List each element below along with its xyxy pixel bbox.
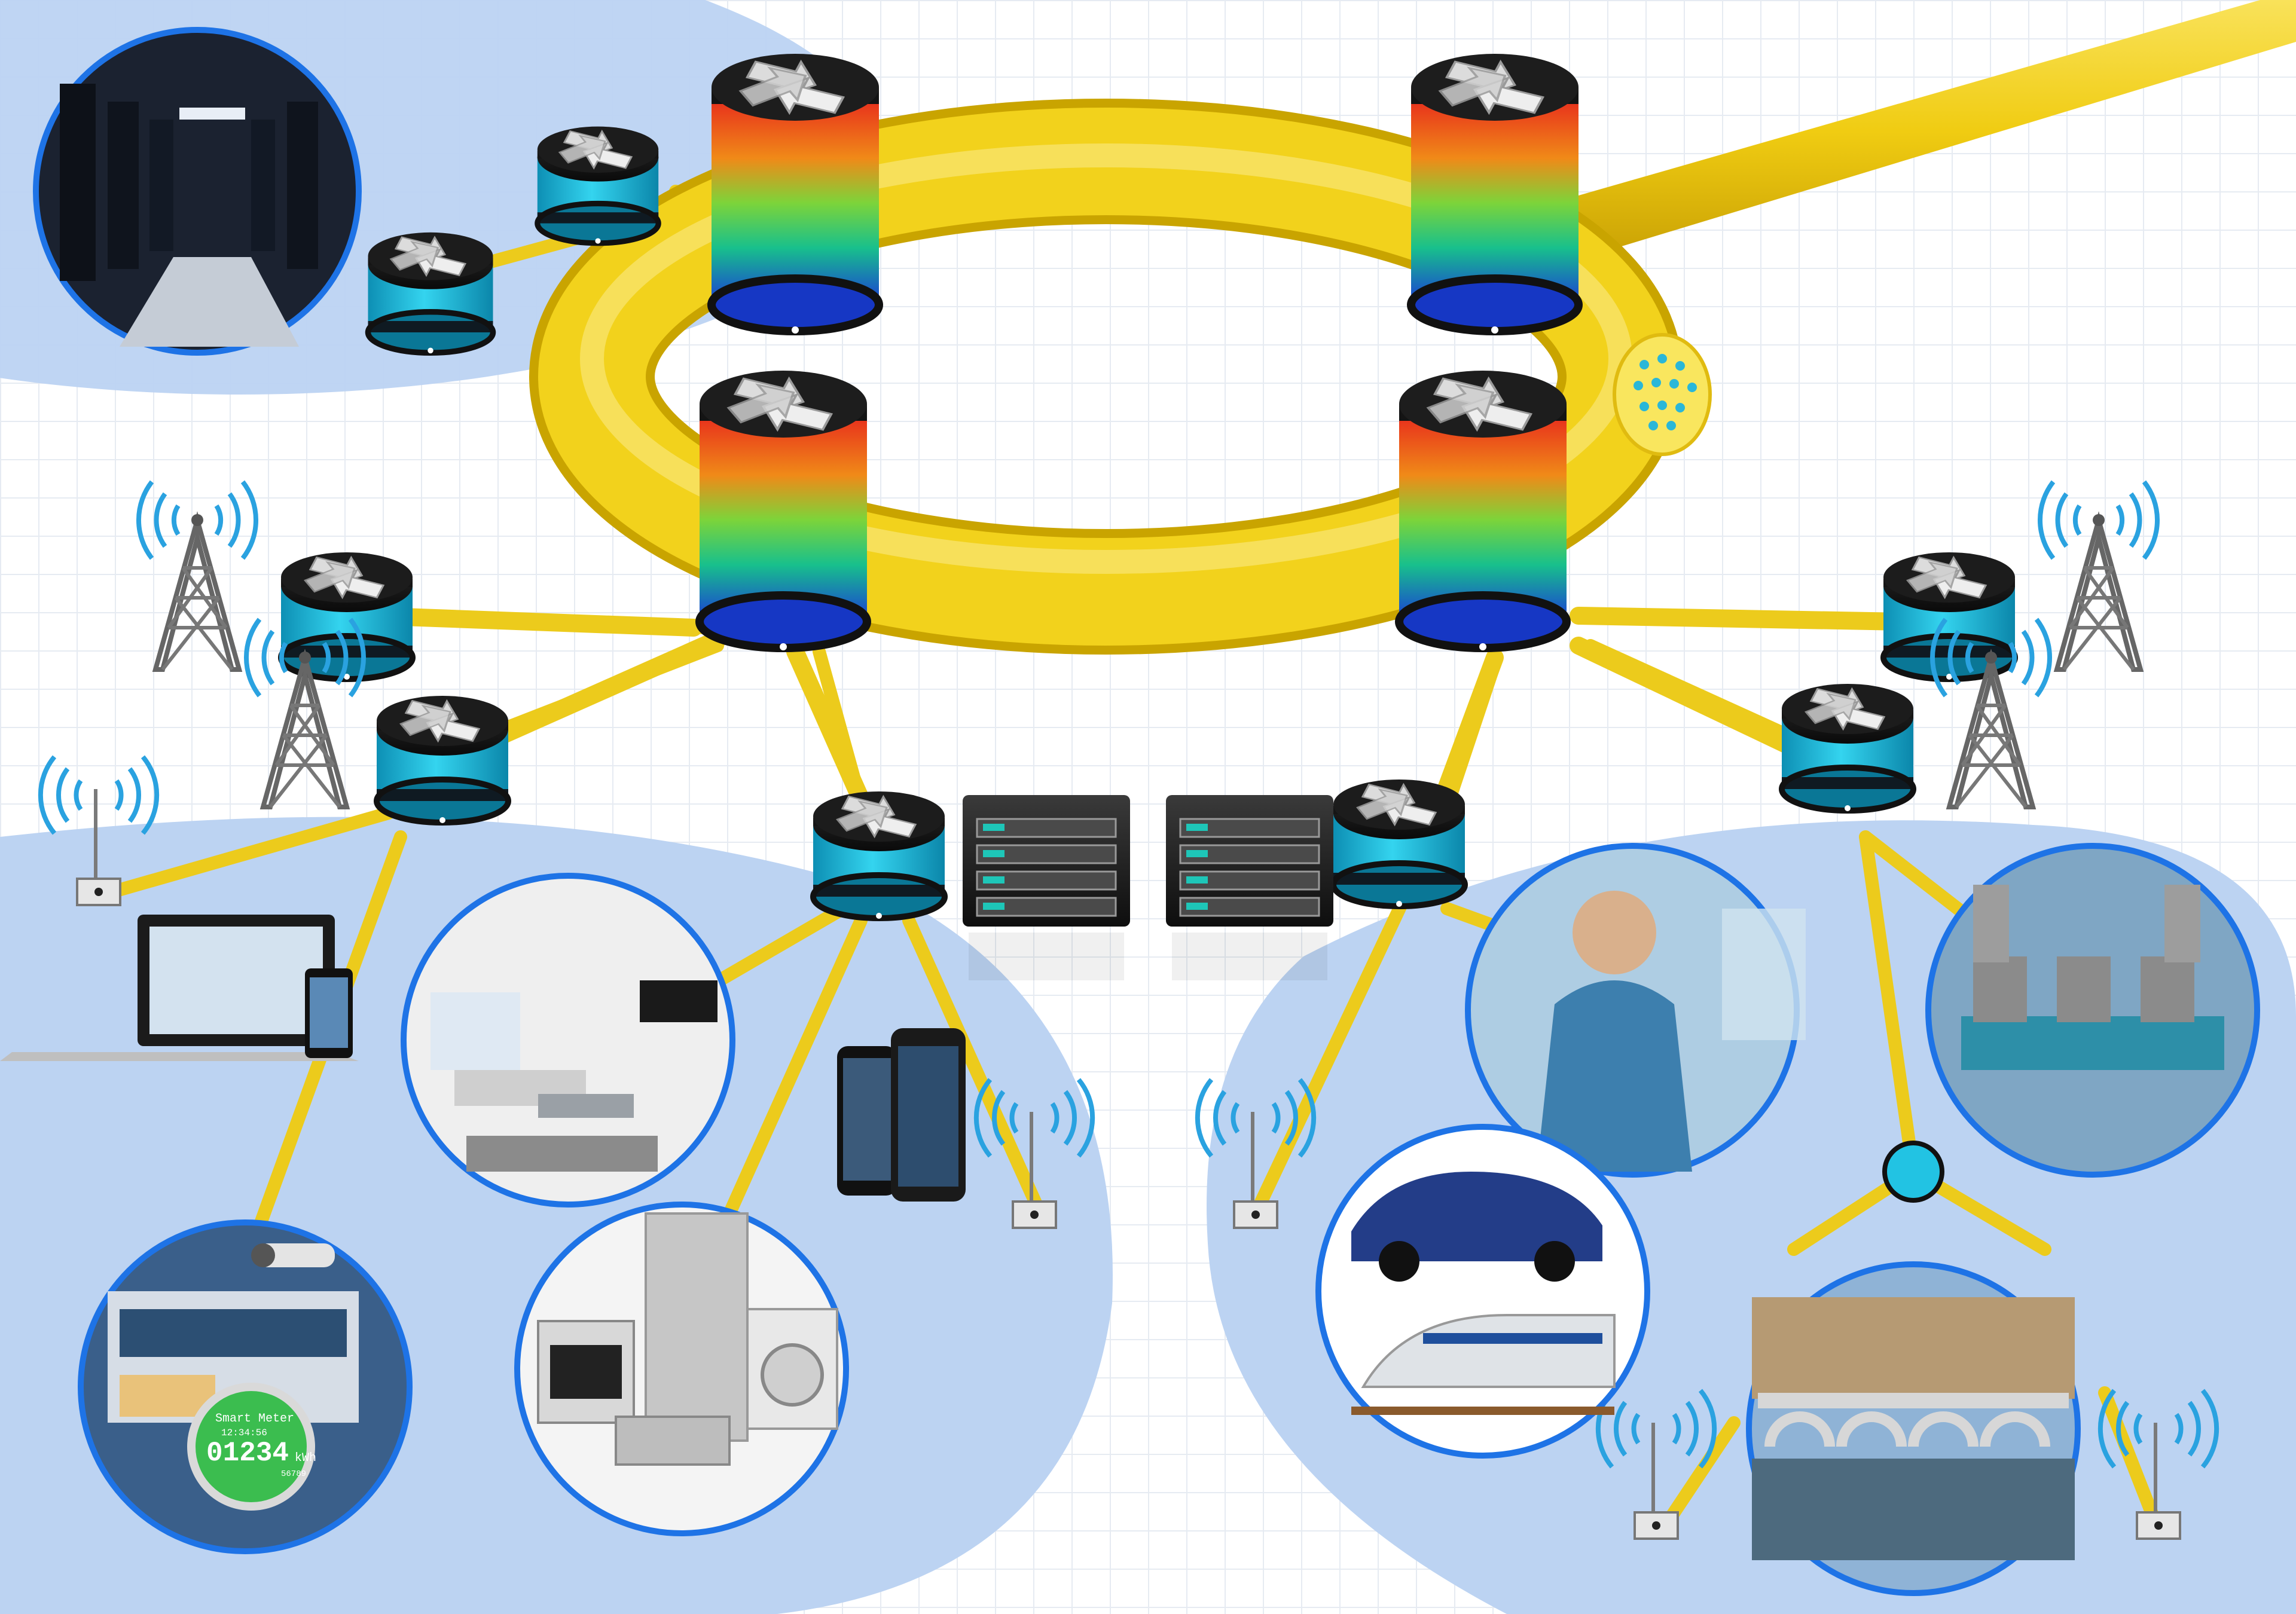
cell-tower-e-1 <box>2040 482 2157 670</box>
core-router-nw <box>712 52 879 334</box>
scene-smart-factory <box>1925 843 2260 1178</box>
scene-car-train <box>1315 1124 1650 1459</box>
cell-tower-w-1 <box>139 482 256 670</box>
scene-telemedicine <box>1465 843 1806 1178</box>
device-laptop-tablet <box>0 915 359 1061</box>
edge-router-e-2 <box>1782 681 1913 811</box>
core-router-se <box>1399 369 1567 650</box>
edge-router-dc-1 <box>538 124 658 244</box>
splitter-node <box>1882 1141 1944 1203</box>
core-router-ne <box>1411 52 1578 334</box>
scene-smart-city-bridge <box>1746 1261 2081 1596</box>
scene-living-room <box>401 873 735 1208</box>
edge-router-dc-2 <box>368 230 493 353</box>
backbone-ring <box>529 0 2296 655</box>
edge-router-home <box>813 789 945 919</box>
edge-router-w-2 <box>377 693 508 823</box>
server-rack-right <box>1165 794 1335 982</box>
edge-router-mid <box>1333 777 1465 907</box>
scene-home-appliances <box>514 1202 849 1536</box>
server-rack-left <box>961 794 1131 982</box>
core-router-sw <box>700 369 867 650</box>
scene-data-center <box>33 27 362 356</box>
device-smartphones <box>837 1028 966 1202</box>
scene-smart-home-exterior <box>78 1219 413 1554</box>
